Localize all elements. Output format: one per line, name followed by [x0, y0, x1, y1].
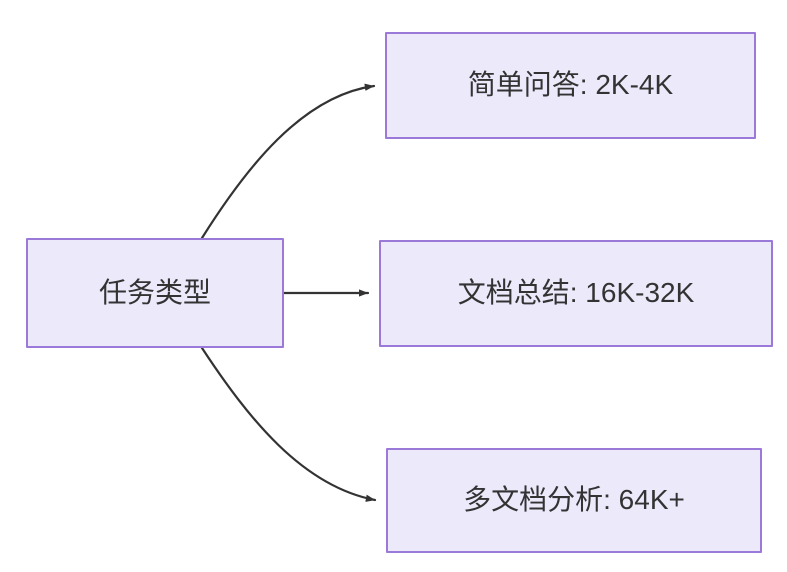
edge-source-to-multi-doc [200, 346, 377, 502]
node-label: 任务类型 [98, 276, 211, 308]
node-label: 文档总结: 16K-32K [457, 277, 695, 309]
node-simple-qa[interactable]: 简单问答: 2K-4K [385, 32, 756, 139]
node-task-type[interactable]: 任务类型 [26, 238, 284, 348]
node-multi-doc-analysis[interactable]: 多文档分析: 64K+ [386, 448, 762, 553]
node-label: 多文档分析: 64K+ [463, 484, 685, 516]
edge-source-to-simple-qa [200, 83, 376, 240]
node-doc-summary[interactable]: 文档总结: 16K-32K [379, 240, 773, 347]
node-label: 简单问答: 2K-4K [467, 69, 674, 101]
